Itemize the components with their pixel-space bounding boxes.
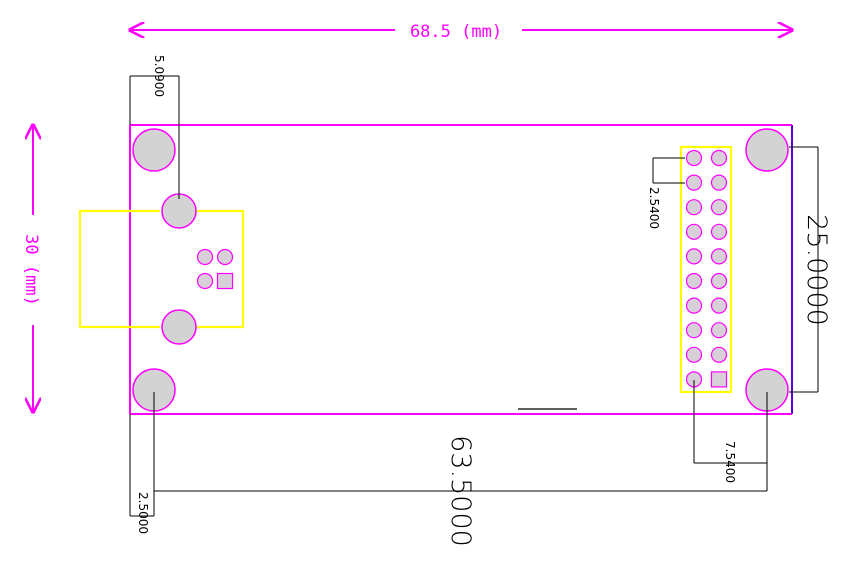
dimension-hole-edge-offset: 2.5000 <box>129 414 155 534</box>
dimension-hole-vertical: 25.0000 <box>789 146 832 393</box>
dimension-label-63500: 63.5000 <box>445 435 476 547</box>
dimension-pin-pitch: 2.5400 <box>647 157 685 229</box>
header-pin-pad <box>710 248 728 265</box>
dimension-label-2540: 2.5400 <box>647 187 661 229</box>
header-pin-pad <box>685 223 703 240</box>
dimension-label-5090: 5.0900 <box>152 55 166 97</box>
small-connector-pad <box>196 248 214 266</box>
header-pin-pad <box>710 223 728 240</box>
overall-width-dimension: 68.5 (mm) <box>130 22 792 42</box>
header-pin-pad <box>685 174 703 191</box>
overall-height-label: 30 (mm) <box>21 234 41 306</box>
header-pin-pad <box>710 199 728 216</box>
header-pin-pad <box>685 199 703 216</box>
small-connector-pin1-square-pad <box>216 272 234 290</box>
header-pin-pad <box>710 174 728 191</box>
dimension-label-7540: 7.5400 <box>723 441 737 483</box>
header-pin-pad <box>710 322 728 339</box>
header-pin-pad <box>710 346 728 363</box>
side-connector <box>78 193 245 345</box>
header-pin-pad <box>710 297 728 314</box>
header-pin-pad <box>685 149 703 167</box>
side-connector-hole-top <box>161 193 197 229</box>
dimension-label-2500: 2.5000 <box>136 492 150 534</box>
board-outline <box>129 124 793 415</box>
header-pin-pad <box>685 346 703 363</box>
pin-header <box>679 145 733 394</box>
mounting-hole-top-right <box>745 128 789 172</box>
dimension-hole-horizontal: 63.5000 <box>153 392 768 547</box>
dimension-label-25000: 25.0000 <box>801 214 832 326</box>
header-pin-pad <box>685 248 703 265</box>
header-pin-pad <box>685 272 703 290</box>
header-pin-pad <box>710 149 728 167</box>
pin-header-outline <box>679 145 733 394</box>
side-connector-hole-bottom <box>161 309 197 345</box>
header-pin-pad <box>710 272 728 290</box>
header-pin-pad <box>685 297 703 314</box>
pin-header-pads <box>685 149 728 388</box>
dimension-connector-offset: 5.0900 <box>129 55 180 199</box>
side-connector-outline <box>78 209 245 329</box>
overall-height-dimension: 30 (mm) <box>21 125 41 412</box>
header-pin-pad <box>685 322 703 339</box>
small-connector-pad <box>196 272 214 290</box>
header-pin1-square-pad <box>710 371 728 388</box>
mounting-hole-top-left <box>132 128 176 172</box>
overall-width-label: 68.5 (mm) <box>410 22 502 42</box>
small-connector-pad <box>216 248 234 266</box>
mounting-holes <box>132 128 789 412</box>
